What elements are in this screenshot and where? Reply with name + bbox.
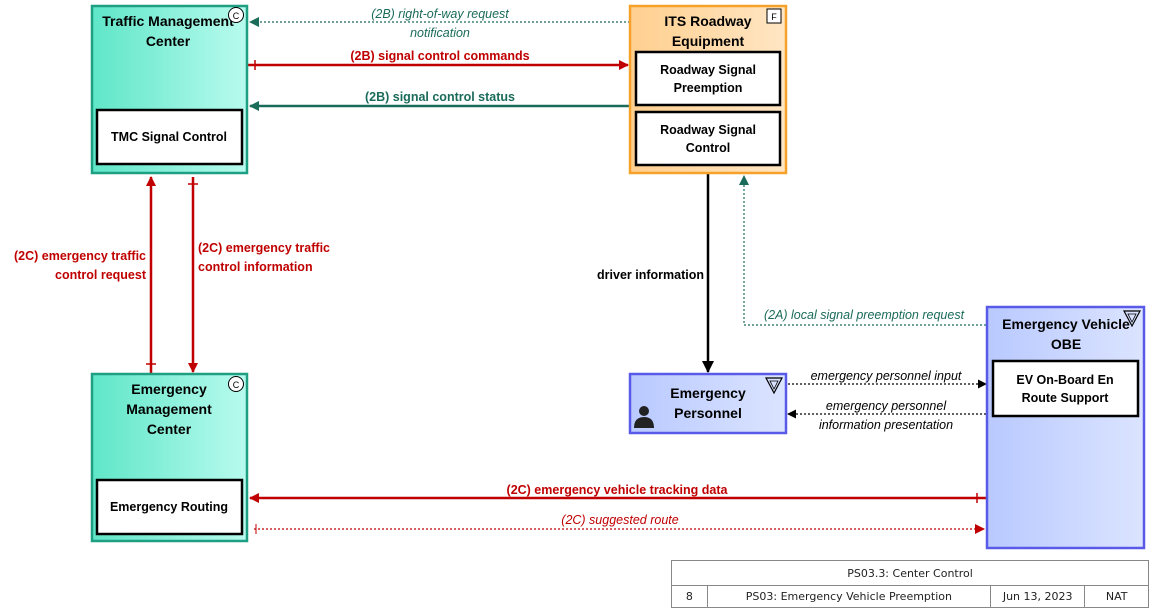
flow-label: (2C) emergency traffic [198,241,330,255]
node-traffic-management-center[interactable]: Traffic Management Center C TMC Signal C… [90,4,249,175]
flow-local-signal-preemption: (2A) local signal preemption request [739,175,994,329]
node-emergency-vehicle-obe[interactable]: Emergency Vehicle OBE EV On-Board En Rou… [985,305,1146,550]
person-icon [634,406,654,428]
node-emergency-management-center[interactable]: Emergency Management Center C Emergency … [90,372,249,543]
flow-personnel-information: emergency personnel information presenta… [787,399,986,432]
node-emergency-personnel[interactable]: Emergency Personnel [628,372,788,435]
flow-etc-request: (2C) emergency traffic control request [14,176,156,382]
flow-personnel-input: emergency personnel input [788,369,987,389]
node-title: Emergency [670,385,746,401]
flow-label: (2C) emergency traffic [14,249,146,263]
function-label: Roadway Signal [660,123,756,137]
flow-driver-information: driver information [597,174,714,373]
function-label: EV On-Board En [1016,373,1113,387]
flow-label: emergency personnel input [811,369,962,383]
center-badge-icon: C [228,376,244,392]
function-box[interactable] [95,108,244,166]
function-label: Emergency Routing [110,500,228,514]
footer-number: 8 [672,585,708,608]
svg-text:F: F [771,12,777,22]
flow-label: (2B) right-of-way request [371,7,509,21]
svg-text:C: C [233,380,240,390]
node-title: OBE [1051,336,1081,352]
footer-date: Jun 13, 2023 [991,585,1086,608]
flow-signal-control-status: (2B) signal control status [238,90,630,111]
node-title: Emergency Vehicle [1002,316,1130,332]
footer-scope: NAT [1105,590,1128,603]
node-title: Equipment [672,33,745,49]
node-title: Management [126,401,212,417]
footer-title: PS03.3: Center Control [672,561,1148,586]
flow-label: (2C) emergency vehicle tracking data [507,483,729,497]
flow-suggested-route: (2C) suggested route [254,513,994,534]
flow-label: control request [55,268,147,282]
flow-label: driver information [597,268,704,282]
function-box[interactable] [95,478,244,536]
flow-ev-tracking-data: (2C) emergency vehicle tracking data [249,483,994,503]
flow-label: (2B) signal control commands [350,49,529,63]
function-box[interactable] [634,110,782,167]
architecture-diagram: (2B) right-of-way request notification (… [14,4,1146,550]
function-label: Control [686,141,730,155]
svg-text:C: C [233,11,240,21]
flow-etc-information: (2C) emergency traffic control informati… [188,177,330,382]
function-label: Route Support [1022,391,1110,405]
flow-signal-control-commands: (2B) signal control commands [238,49,629,70]
node-title: Center [147,421,192,437]
node-title: Personnel [674,405,742,421]
footer-package: PS03: Emergency Vehicle Preemption [708,585,991,608]
function-label: Roadway Signal [660,63,756,77]
function-label: TMC Signal Control [111,130,227,144]
node-title: ITS Roadway [664,13,751,29]
flow-label: (2C) suggested route [561,513,678,527]
function-box[interactable] [991,359,1140,418]
function-label: Preemption [674,81,743,95]
node-title: Center [146,33,191,49]
node-title: Emergency [131,381,207,397]
flow-right-of-way-request: (2B) right-of-way request notification [249,7,638,40]
flow-label: (2A) local signal preemption request [764,308,965,322]
flow-label: (2B) signal control status [365,90,515,104]
flow-label: emergency personnel [826,399,947,413]
vehicle-badge-icon [1123,310,1141,328]
vehicle-badge-icon [765,377,783,395]
function-box[interactable] [634,50,782,107]
center-badge-icon: C [228,7,244,23]
flow-label: information presentation [819,418,953,432]
flow-label: notification [410,26,470,40]
flow-label: control information [198,260,313,274]
node-its-roadway-equipment[interactable]: ITS Roadway Equipment F Roadway Signal P… [628,4,788,175]
field-badge-icon: F [766,8,782,24]
node-title: Traffic Management [102,13,234,29]
diagram-footer: PS03.3: Center Control 8 PS03: Emergency… [671,560,1149,608]
